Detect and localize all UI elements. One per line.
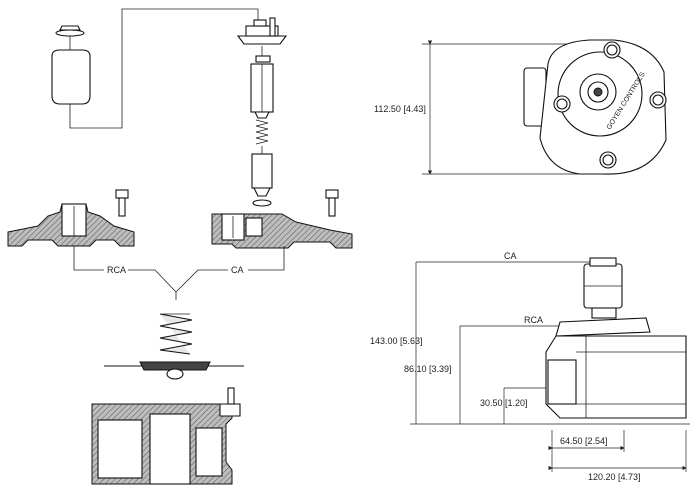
side-view: CA RCA 143.00 [5.63] 86.10 [3.39] 30.50 …: [370, 251, 690, 482]
half-width-dimension: 64.50 [2.54]: [560, 436, 608, 446]
cover-leaders: RCA CA: [73, 246, 285, 300]
label-ca-exploded: CA: [231, 265, 244, 275]
cover-rca: [7, 189, 135, 247]
rca-height-dimension: 86.10 [3.39]: [404, 364, 452, 374]
cover-ca: [211, 189, 353, 249]
diaphragm: [104, 361, 244, 380]
label-rca-side: RCA: [524, 315, 543, 325]
overall-width-dimension: 120.20 [4.73]: [588, 472, 641, 482]
label-rca-exploded: RCA: [107, 265, 126, 275]
inlet-height-dimension: 30.50 [1.20]: [480, 398, 528, 408]
solenoid-coil: [51, 8, 259, 129]
main-spring: [159, 313, 193, 355]
valve-body: [91, 387, 241, 485]
mounting-bolts: [553, 41, 667, 169]
top-view: 112.50 [4.43] GOYEN CONTROLS: [374, 39, 667, 175]
label-ca-side: CA: [504, 251, 517, 261]
pilot-assembly: [236, 17, 288, 207]
overall-height-dimension: 143.00 [5.63]: [370, 336, 423, 346]
exploded-view: RCA CA: [7, 8, 353, 485]
top-height-dimension: 112.50 [4.43]: [374, 104, 426, 114]
